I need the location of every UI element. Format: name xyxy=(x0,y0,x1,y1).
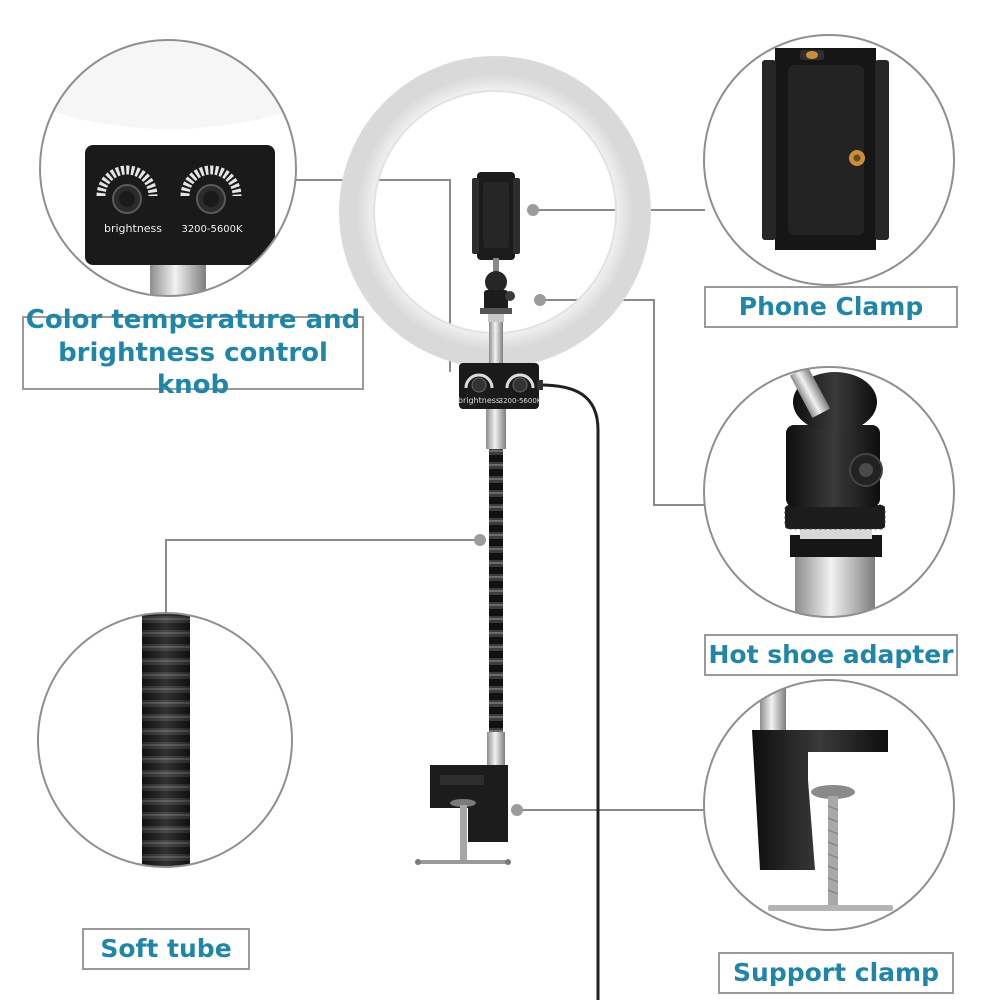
knob-brightness-label: brightness xyxy=(104,222,162,235)
label-hot-shoe-adapter: Hot shoe adapter xyxy=(704,634,958,676)
label-phone-clamp: Phone Clamp xyxy=(704,286,958,328)
label-color-temp-knob: Color temperature and brightness control… xyxy=(22,305,364,400)
label-knob-line1: Color temperature and xyxy=(25,305,361,336)
desk-clamp-small xyxy=(415,765,511,865)
phone-clamp-small xyxy=(472,172,520,260)
zoom-soft-tube xyxy=(37,612,293,868)
knob-small-brightness: brightness xyxy=(458,396,500,405)
label-knob-line2: brightness control knob xyxy=(58,337,328,401)
zoom-hot-shoe xyxy=(703,366,955,618)
ring-light-assembly: brightness 3200-5600K xyxy=(339,56,651,1000)
control-box-small: brightness 3200-5600K xyxy=(458,363,543,409)
gooseneck-tube xyxy=(489,449,503,734)
knob-colortemp-label: 3200-5600K xyxy=(181,224,243,235)
zoom-phone-clamp xyxy=(703,34,955,286)
knob-small-colortemp: 3200-5600K xyxy=(499,397,542,405)
leader-dots xyxy=(474,204,546,816)
label-soft-tube: Soft tube xyxy=(82,928,250,970)
label-support-clamp: Support clamp xyxy=(718,952,954,994)
leader-tube xyxy=(165,539,480,612)
zoom-control-knob: brightness 3200-5600K xyxy=(39,39,297,297)
zoom-support-clamp xyxy=(703,679,955,931)
ball-head-small xyxy=(480,258,515,322)
power-cable xyxy=(539,383,600,1000)
